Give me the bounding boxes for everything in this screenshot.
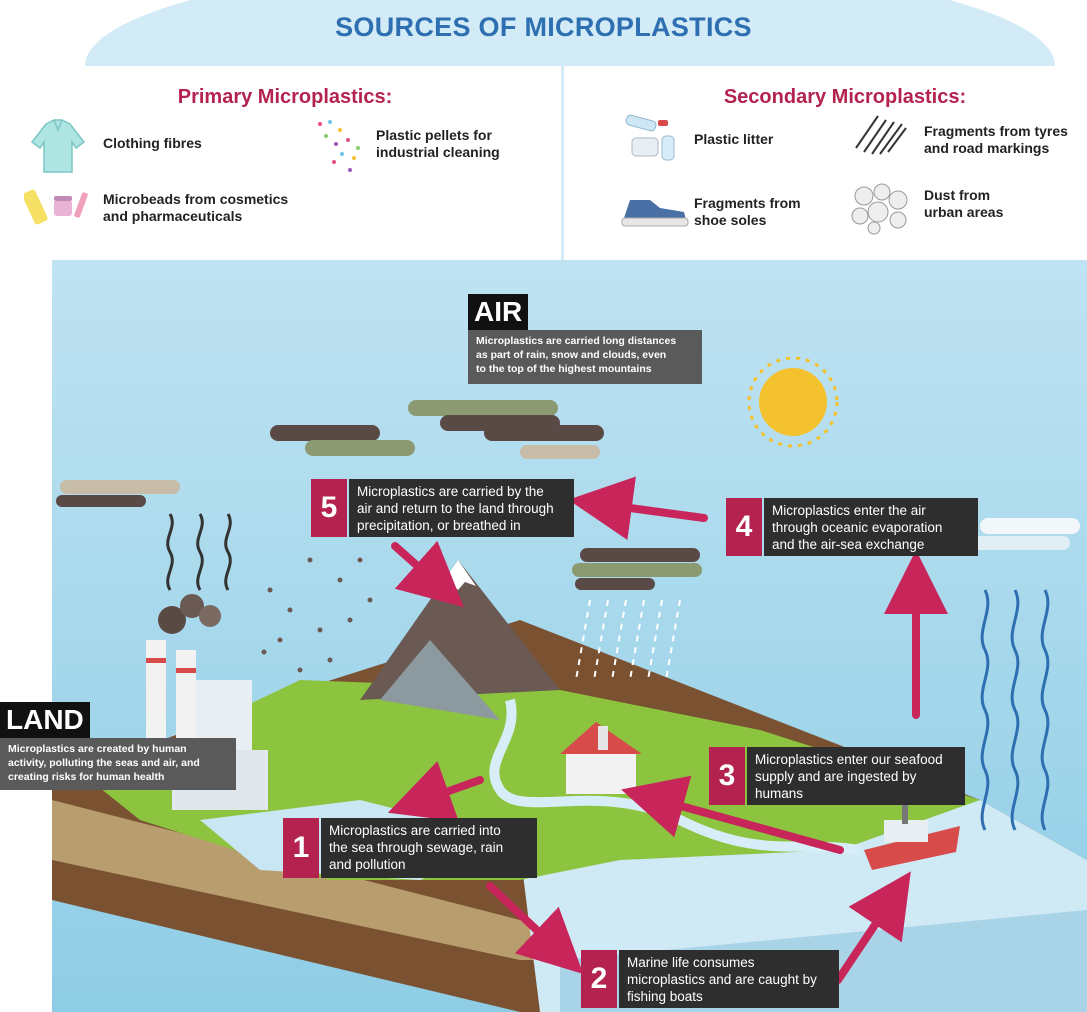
cosmetics-icon <box>24 189 88 225</box>
source-plastic-pellets: Plastic pellets for industrial cleaning <box>376 127 500 160</box>
step-3-text: Microplastics enter our seafood supply a… <box>747 747 965 805</box>
step-4-number: 4 <box>726 498 762 556</box>
source-microbeads: Microbeads from cosmetics and pharmaceut… <box>103 191 289 224</box>
land-tag: LAND <box>0 702 90 738</box>
sun-icon <box>747 356 839 448</box>
house-icon <box>560 722 642 794</box>
step-3-number: 3 <box>709 747 745 805</box>
step-4-text: Microplastics enter the air through ocea… <box>764 498 978 556</box>
land-note: Microplastics are created by human activ… <box>0 738 236 790</box>
title-banner <box>85 0 1055 66</box>
step-1-number: 1 <box>283 818 319 878</box>
source-shoe-soles: Fragments from shoe soles <box>694 195 801 228</box>
air-note: Microplastics are carried long distances… <box>468 330 702 384</box>
source-clothing-fibres: Clothing fibres <box>103 135 202 151</box>
step-2-number: 2 <box>581 950 617 1008</box>
dust-icon <box>851 183 908 235</box>
shirt-icon <box>30 119 86 173</box>
pellets-icon <box>318 120 360 172</box>
step-1-text: Microplastics are carried into the sea t… <box>321 818 537 878</box>
source-plastic-litter: Plastic litter <box>694 131 774 147</box>
shoe-icon <box>621 200 689 227</box>
panel-divider <box>561 66 564 260</box>
step-5-text: Microplastics are carried by the air and… <box>349 479 574 537</box>
page-title: SOURCES OF MICROPLASTICS <box>335 12 752 42</box>
step-5-number: 5 <box>311 479 347 537</box>
primary-heading: Primary Microplastics: <box>177 86 393 108</box>
secondary-heading: Secondary Microplastics: <box>723 86 967 108</box>
tyre-icon <box>855 115 907 155</box>
air-tag: AIR <box>468 294 529 330</box>
source-tyres: Fragments from tyres and road markings <box>924 123 1068 156</box>
source-urban-dust: Dust from urban areas <box>924 187 1004 220</box>
boat-icon <box>864 800 960 870</box>
step-2-text: Marine life consumes microplastics and a… <box>619 950 839 1008</box>
bottles-icon <box>625 114 675 161</box>
